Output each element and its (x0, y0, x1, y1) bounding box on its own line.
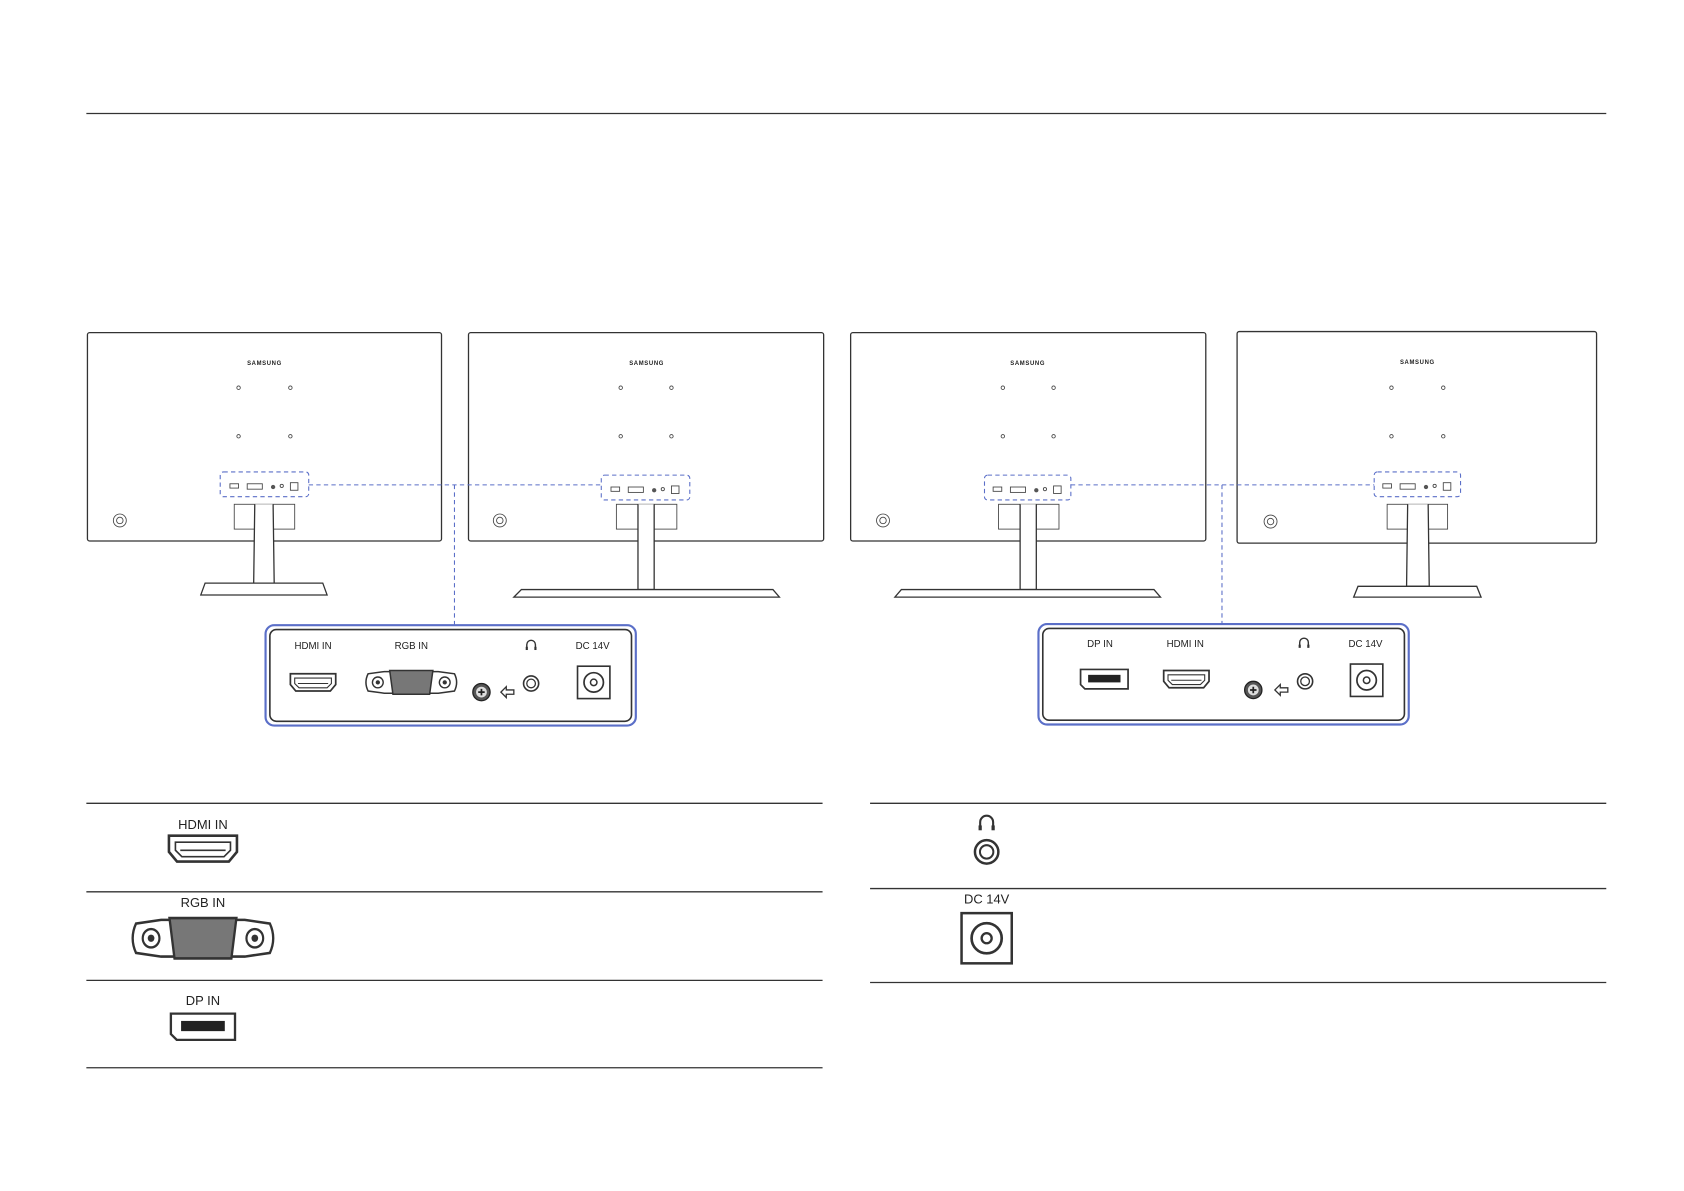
headphone-jack-icon (1296, 672, 1314, 690)
hdmi-in-label: HDMI IN (294, 641, 331, 652)
samsung-logo: SAMSUNG (1010, 361, 1045, 367)
power-button (112, 513, 127, 528)
samsung-logo: SAMSUNG (629, 361, 664, 367)
dc-power-port-icon (576, 665, 611, 700)
table-row: DC 14V (960, 892, 1014, 965)
stand (512, 503, 781, 598)
hdmi-port-icon (1162, 669, 1210, 689)
displayport-icon (169, 1012, 237, 1042)
vga-port-icon (365, 669, 458, 696)
displayport-icon (1079, 668, 1129, 690)
hdmi-in-label: HDMI IN (1167, 639, 1204, 650)
row-label: DC 14V (964, 892, 1010, 907)
port-table-right: DC 14V (870, 802, 1607, 984)
row-label: RGB IN (181, 895, 226, 910)
power-button (876, 513, 890, 528)
kensington-lock-icon (1243, 680, 1263, 700)
dc-14v-label: DC 14V (576, 641, 611, 652)
callout-left-ports: HDMI IN RGB IN DC 14V (264, 624, 637, 727)
headphone-icon (977, 814, 996, 832)
samsung-logo: SAMSUNG (1400, 360, 1435, 366)
callout-connectors (308, 484, 1375, 626)
dc-14v-label: DC 14V (1349, 639, 1384, 650)
stand (199, 503, 329, 596)
table-row: HDMI IN (167, 817, 239, 863)
callout-right-ports: DP IN HDMI IN DC 14V (1037, 623, 1410, 726)
dc-power-port-icon (1349, 663, 1384, 698)
power-button (1263, 514, 1278, 529)
rgb-in-label: RGB IN (395, 641, 428, 652)
monitor-2-rear: SAMSUNG (467, 331, 825, 598)
vga-port-icon (131, 916, 275, 960)
port-area-highlight (983, 474, 1072, 501)
port-area-highlight (600, 474, 691, 501)
power-button (492, 513, 507, 528)
table-row: DP IN (169, 993, 237, 1042)
stand (893, 503, 1162, 598)
vesa-holes (236, 385, 293, 439)
monitor-3-rear: SAMSUNG (849, 331, 1207, 598)
dc-power-port-icon (960, 911, 1014, 965)
samsung-logo: SAMSUNG (247, 361, 282, 367)
table-row (973, 814, 1000, 865)
monitor-4-rear: SAMSUNG (1236, 330, 1598, 598)
hdmi-port-icon (289, 672, 337, 692)
port-table-left: HDMI IN RGB IN DP IN (86, 802, 823, 1069)
hdmi-port-icon (167, 834, 239, 863)
port-area-highlight (1373, 471, 1462, 498)
dp-in-label: DP IN (1087, 639, 1113, 650)
monitor-1-rear: SAMSUNG (86, 331, 443, 596)
headphone-jack-icon (973, 838, 1000, 865)
row-label: HDMI IN (178, 817, 228, 832)
stand (1352, 503, 1483, 598)
kensington-lock-icon (471, 682, 491, 702)
row-label: DP IN (186, 993, 220, 1008)
table-row: RGB IN (131, 895, 275, 960)
headphone-jack-icon (522, 675, 540, 692)
port-area-highlight (219, 471, 310, 498)
